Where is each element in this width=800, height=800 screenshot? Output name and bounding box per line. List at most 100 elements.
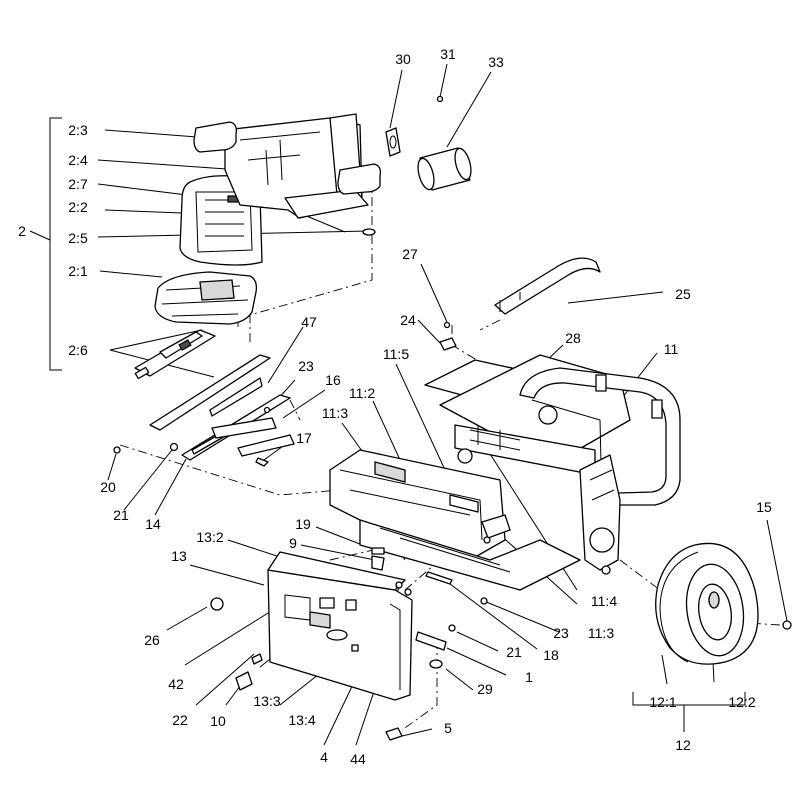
leader-30 bbox=[389, 69, 403, 129]
leader-22 bbox=[195, 653, 255, 706]
nut-20 bbox=[113, 446, 121, 454]
callout-20: 20 bbox=[100, 479, 116, 495]
callout-44: 44 bbox=[350, 751, 366, 767]
callout-28: 28 bbox=[565, 330, 581, 346]
leader-12-1 bbox=[661, 654, 668, 685]
leader-24 bbox=[417, 319, 441, 344]
callout-2-5: 2:5 bbox=[68, 230, 88, 246]
seat-slide-2-6 bbox=[134, 329, 216, 380]
callout-18: 18 bbox=[543, 647, 559, 663]
callout-21b: 21 bbox=[506, 644, 522, 660]
leader-5 bbox=[401, 728, 433, 737]
armrest-pad-2-3 bbox=[193, 121, 238, 153]
leader-2 bbox=[29, 230, 51, 241]
control-panel-13 bbox=[267, 551, 413, 701]
callout-9: 9 bbox=[289, 535, 297, 551]
leader-2-1 bbox=[99, 270, 163, 278]
bolt-17 bbox=[255, 457, 269, 467]
seat-cushion-2-1 bbox=[154, 271, 258, 325]
armrest-pad-2-4 bbox=[337, 163, 382, 195]
callout-21a: 21 bbox=[113, 507, 129, 523]
callout-24: 24 bbox=[400, 312, 416, 328]
bolts-4-44 bbox=[395, 581, 412, 596]
leader-27 bbox=[420, 263, 448, 323]
lug-nut-15 bbox=[782, 620, 792, 630]
callout-30: 30 bbox=[395, 51, 411, 67]
nut-23b bbox=[480, 597, 488, 605]
screw-27 bbox=[443, 321, 451, 329]
callout-11-2: 11:2 bbox=[348, 385, 376, 401]
callout-26: 26 bbox=[144, 632, 160, 648]
leader-25 bbox=[567, 291, 664, 304]
callout-11-3a: 11:3 bbox=[321, 405, 349, 421]
callout-2: 2 bbox=[18, 223, 26, 239]
leader-18 bbox=[437, 574, 538, 650]
leader-15 bbox=[766, 519, 788, 622]
callout-14: 14 bbox=[145, 516, 161, 532]
callout-13-3: 13:3 bbox=[253, 693, 281, 709]
plate-1 bbox=[415, 624, 456, 651]
callout-11-4: 11:4 bbox=[590, 593, 618, 609]
bolt-18 bbox=[425, 571, 453, 585]
callout-25: 25 bbox=[675, 286, 691, 302]
leader-2-2 bbox=[104, 209, 183, 214]
leader-31 bbox=[439, 63, 448, 98]
callout-13-4: 13:4 bbox=[288, 712, 316, 728]
hook-line bbox=[479, 319, 501, 331]
bracket-12 bbox=[632, 692, 746, 706]
seat-rail-47 bbox=[149, 354, 271, 431]
muffler-33 bbox=[417, 147, 472, 191]
callout-29: 29 bbox=[477, 681, 493, 697]
slide-plate-16 bbox=[211, 417, 295, 457]
handle-25 bbox=[494, 257, 601, 315]
main-frame-11 bbox=[329, 354, 681, 591]
callout-31: 31 bbox=[440, 46, 456, 62]
rail-line-left bbox=[119, 444, 341, 496]
leader-20 bbox=[107, 453, 117, 481]
grommet-29 bbox=[429, 659, 443, 669]
leader-47 bbox=[267, 326, 304, 384]
callout-12: 12 bbox=[675, 737, 691, 753]
callout-23a: 23 bbox=[298, 358, 314, 374]
callout-1: 1 bbox=[525, 669, 533, 685]
callout-11: 11 bbox=[663, 341, 679, 357]
callout-2-7: 2:7 bbox=[68, 176, 88, 192]
callout-23b: 23 bbox=[553, 625, 569, 641]
callout-11-5: 11:5 bbox=[382, 346, 410, 362]
callout-27: 27 bbox=[402, 246, 418, 262]
leader-26 bbox=[166, 606, 208, 631]
callout-10: 10 bbox=[210, 713, 226, 729]
callout-47: 47 bbox=[301, 314, 317, 330]
nut-23a bbox=[263, 406, 271, 414]
leader-33 bbox=[446, 71, 492, 148]
leader-14 bbox=[154, 458, 187, 516]
latch-24 bbox=[439, 337, 457, 351]
seat-bracket-2-7 bbox=[224, 113, 369, 219]
leader-23b bbox=[483, 600, 560, 633]
callout-5: 5 bbox=[444, 720, 452, 736]
leader-13-2 bbox=[227, 539, 281, 558]
leader-13 bbox=[189, 564, 265, 586]
washer-2-5 bbox=[362, 228, 376, 236]
knob-26 bbox=[210, 597, 224, 611]
leader-9 bbox=[300, 544, 376, 561]
wheel-assembly-12 bbox=[655, 542, 759, 665]
callout-13-2: 13:2 bbox=[196, 529, 224, 545]
callout-33: 33 bbox=[488, 54, 504, 70]
bolt-31 bbox=[436, 95, 444, 103]
leader-2-6a bbox=[109, 329, 203, 351]
callout-12-1: 12:1 bbox=[649, 694, 677, 710]
callout-2-6: 2:6 bbox=[68, 342, 88, 358]
switch-10 bbox=[235, 653, 263, 691]
callout-16: 16 bbox=[325, 372, 341, 388]
clip-19-9 bbox=[371, 547, 385, 571]
leader-21b bbox=[456, 631, 499, 652]
gasket-30 bbox=[385, 127, 401, 157]
callout-2-1: 2:1 bbox=[68, 263, 88, 279]
leader-29 bbox=[445, 668, 474, 691]
rail-line-mid bbox=[289, 399, 301, 421]
leader-16 bbox=[282, 389, 326, 419]
callout-11-3b: 11:3 bbox=[587, 625, 615, 641]
